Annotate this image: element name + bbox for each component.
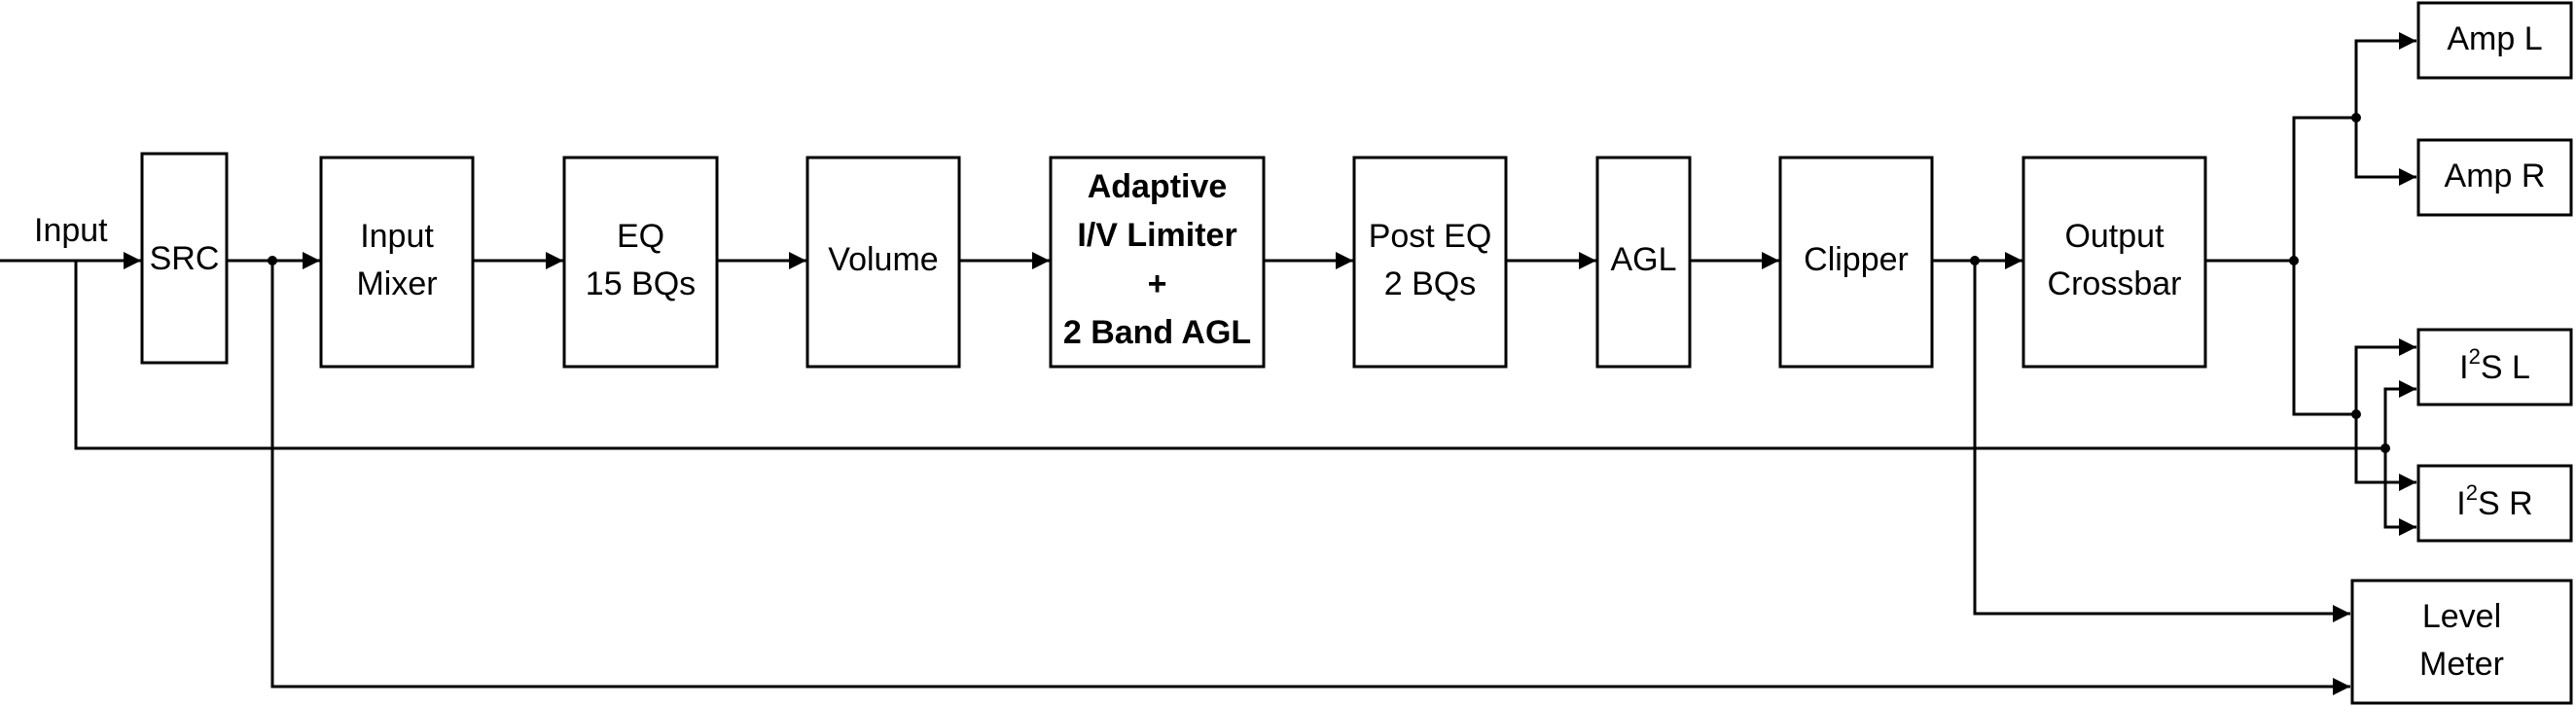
output-crossbar-block: Output Crossbar (2021, 156, 2207, 369)
volume-label: Volume (828, 241, 938, 278)
wires (0, 32, 2416, 695)
junctions (268, 113, 2390, 453)
wire-crossbar-to-i2s-l (2354, 338, 2416, 414)
input-mixer-label-2: Mixer (356, 265, 437, 302)
limiter-label-3: + (1148, 265, 1167, 302)
junction-bypass (2380, 443, 2390, 453)
eq-label-2: 15 BQs (586, 265, 696, 302)
junction-src-out (268, 256, 277, 265)
wire-input-bypass (74, 261, 2385, 450)
input-mixer-label-1: Input (360, 218, 434, 255)
wire-crossbar-to-i2s-r (2354, 414, 2416, 491)
input-label: Input (34, 212, 108, 249)
clipper-block: Clipper (1778, 156, 1934, 369)
amp-l-block: Amp L (2416, 1, 2573, 80)
limiter-block: Adaptive I/V Limiter + 2 Band AGL (1049, 156, 1266, 369)
limiter-label-4: 2 Band AGL (1063, 314, 1251, 351)
level-meter-label-2: Meter (2419, 646, 2504, 683)
level-meter-label-1: Level (2422, 598, 2501, 635)
junction-clipper-out (1970, 256, 1980, 265)
level-meter-block: Level Meter (2350, 579, 2573, 705)
junction-amps (2351, 113, 2361, 123)
src-block-label: SRC (150, 240, 220, 277)
limiter-label-2: I/V Limiter (1077, 217, 1236, 254)
limiter-label-1: Adaptive (1088, 168, 1228, 205)
wire-trunk-to-i2s (2292, 261, 2356, 416)
amp-r-label: Amp R (2445, 158, 2546, 194)
wire-to-amp-l (2354, 32, 2416, 118)
wire-clipper-to-level-meter (1973, 261, 2350, 622)
post-eq-label-2: 2 BQs (1384, 265, 1476, 302)
i2s-l-block: I2S L (2416, 328, 2573, 406)
wire-bypass-to-i2s-r (2383, 448, 2416, 536)
wire-to-amp-r (2354, 118, 2416, 186)
i2s-r-label: I2S R (2456, 480, 2532, 522)
i2s-r-block: I2S R (2416, 464, 2573, 543)
src-block: SRC (140, 152, 229, 365)
post-eq-block: Post EQ 2 BQs (1352, 156, 1508, 369)
output-crossbar-label-1: Output (2064, 218, 2165, 255)
volume-block: Volume (805, 156, 961, 369)
wire-bypass-to-i2s-l (2383, 380, 2416, 448)
post-eq-label-1: Post EQ (1369, 218, 1492, 255)
input-mixer-block: Input Mixer (319, 156, 475, 369)
agl-label: AGL (1610, 241, 1676, 278)
wire-src-to-level-meter (270, 261, 2350, 695)
i2s-l-label: I2S L (2459, 344, 2530, 386)
agl-block: AGL (1595, 156, 1692, 369)
eq-block: EQ 15 BQs (562, 156, 719, 369)
junction-i2s (2351, 409, 2361, 419)
amp-r-block: Amp R (2416, 138, 2573, 217)
amp-l-label: Amp L (2447, 20, 2542, 57)
eq-label-1: EQ (617, 218, 664, 255)
output-crossbar-label-2: Crossbar (2048, 265, 2182, 302)
clipper-label: Clipper (1804, 241, 1909, 278)
junction-crossbar-out (2289, 256, 2299, 265)
wire-trunk-to-amps (2292, 116, 2356, 261)
